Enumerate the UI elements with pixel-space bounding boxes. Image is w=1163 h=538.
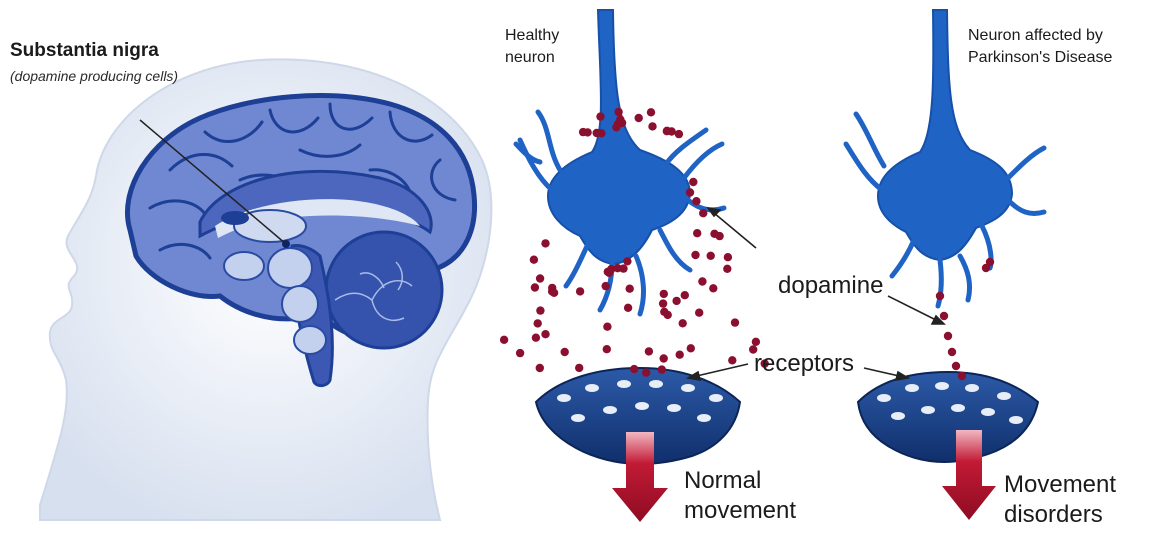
affected-neuron-label-line2: Parkinson's Disease (968, 48, 1112, 68)
dopamine-dot (597, 129, 605, 137)
dopamine-dot (675, 130, 683, 138)
substantia-nigra-subtitle: (dopamine producing cells) (10, 68, 178, 84)
dopamine-dot (936, 292, 944, 300)
dopamine-dot (603, 323, 611, 331)
dopamine-dot (626, 285, 634, 293)
dopamine-dot (679, 319, 687, 327)
dopamine-dot (659, 299, 667, 307)
dopamine-dot (602, 282, 610, 290)
dopamine-dot (681, 291, 689, 299)
dopamine-dot (642, 368, 650, 376)
dopamine-dot (686, 188, 694, 196)
dopamine-dot (576, 287, 584, 295)
dopamine-dot (944, 332, 952, 340)
dopamine-label: dopamine (778, 272, 883, 300)
dopamine-dot (948, 348, 956, 356)
dopamine-dot (723, 265, 731, 273)
dopamine-dot (532, 334, 540, 342)
dopamine-dot (575, 364, 583, 372)
normal-movement-label-line1: Normal (684, 466, 761, 496)
dopamine-dot (536, 274, 544, 282)
dopamine-dot (660, 308, 668, 316)
dopamine-dot (536, 306, 544, 314)
dopamine-dot (724, 253, 732, 261)
dopamine-dot (658, 365, 666, 373)
movement-disorders-label-line2: disorders (1004, 500, 1103, 530)
dopamine-dots-affected (936, 258, 994, 380)
dopamine-dot (583, 128, 591, 136)
dopamine-dot (596, 112, 604, 120)
dopamine-dot (692, 197, 700, 205)
dopamine-dot (699, 209, 707, 217)
dopamine-dot (691, 251, 699, 259)
dopamine-dot (614, 108, 622, 116)
dopamine-dot (550, 289, 558, 297)
dopamine-dot (534, 319, 542, 327)
dopamine-dot (672, 297, 680, 305)
dopamine-dot (624, 304, 632, 312)
dopamine-dot (500, 336, 508, 344)
dopamine-dot (645, 347, 653, 355)
dopamine-dot (604, 268, 612, 276)
dopamine-dot (660, 354, 668, 362)
dopamine-dot (676, 351, 684, 359)
dopamine-dot (530, 256, 538, 264)
dopamine-dot (689, 178, 697, 186)
dopamine-dot (531, 283, 539, 291)
dopamine-dot (731, 318, 739, 326)
dopamine-dot (663, 127, 671, 135)
dopamine-dot (986, 258, 994, 266)
dopamine-dot (752, 338, 760, 346)
dopamine-dot (695, 309, 703, 317)
dopamine-dot (707, 252, 715, 260)
dopamine-dot (709, 284, 717, 292)
dopamine-dot (687, 344, 695, 352)
normal-movement-label-line2: movement (684, 496, 796, 526)
dopamine-dot (616, 115, 624, 123)
dopamine-dot (623, 257, 631, 265)
dopamine-dot (648, 122, 656, 130)
receptors-label: receptors (754, 350, 854, 378)
dopamine-dot (619, 264, 627, 272)
dopamine-dot (603, 345, 611, 353)
healthy-neuron-label-line1: Healthy (505, 26, 559, 46)
dopamine-dot (952, 362, 960, 370)
dopamine-dot (958, 372, 966, 380)
dopamine-dot (940, 312, 948, 320)
dopamine-dot (698, 277, 706, 285)
dopamine-dot (561, 348, 569, 356)
substantia-nigra-label: Substantia nigra (10, 40, 159, 62)
dopamine-dot (541, 330, 549, 338)
affected-neuron-label-line1: Neuron affected by (968, 26, 1103, 46)
dopamine-dot (635, 114, 643, 122)
dopamine-dot (715, 232, 723, 240)
cerebellum (326, 232, 442, 348)
movement-disorders-label-line1: Movement (1004, 470, 1116, 500)
dopamine-dot (693, 229, 701, 237)
dopamine-dot (728, 356, 736, 364)
dopamine-dot (647, 108, 655, 116)
dopamine-dot (660, 290, 668, 298)
dopamine-dot (516, 349, 524, 357)
healthy-neuron-label-line2: neuron (505, 48, 555, 68)
dopamine-dot (541, 239, 549, 247)
dopamine-dot (630, 365, 638, 373)
dopamine-dot (536, 364, 544, 372)
